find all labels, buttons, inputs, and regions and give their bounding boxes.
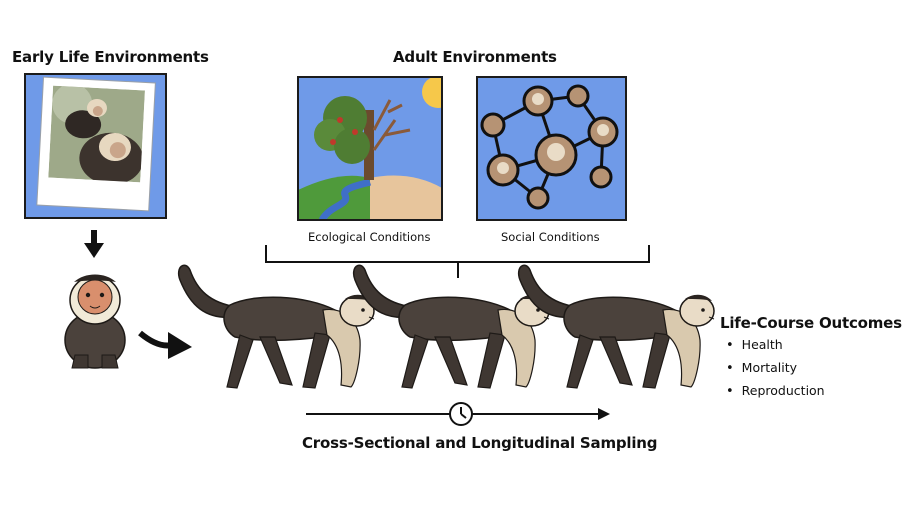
curved-arrow-icon xyxy=(138,330,192,359)
outcomes-list: Health Mortality Reproduction xyxy=(726,334,825,403)
clock-icon xyxy=(449,402,473,426)
outcome-mortality: Mortality xyxy=(726,357,825,380)
adult-capuchin-3 xyxy=(517,264,715,389)
adult-capuchin-1 xyxy=(177,264,375,389)
ecological-conditions-panel xyxy=(297,76,443,221)
arrow-down-icon xyxy=(84,230,104,258)
adult-environments-heading: Adult Environments xyxy=(393,48,557,66)
early-life-photo-panel xyxy=(24,73,167,219)
adult-environments-bracket xyxy=(265,245,650,278)
social-conditions-label: Social Conditions xyxy=(501,230,600,244)
social-conditions-panel xyxy=(476,76,627,221)
outcomes-heading: Life-Course Outcomes xyxy=(720,314,902,332)
ecological-conditions-label: Ecological Conditions xyxy=(308,230,431,244)
adult-capuchin-2 xyxy=(352,264,550,389)
juvenile-capuchin xyxy=(64,274,126,369)
sampling-heading: Cross-Sectional and Longitudinal Samplin… xyxy=(302,434,658,452)
early-life-heading: Early Life Environments xyxy=(12,48,209,66)
outcome-reproduction: Reproduction xyxy=(726,380,825,403)
outcome-health: Health xyxy=(726,334,825,357)
